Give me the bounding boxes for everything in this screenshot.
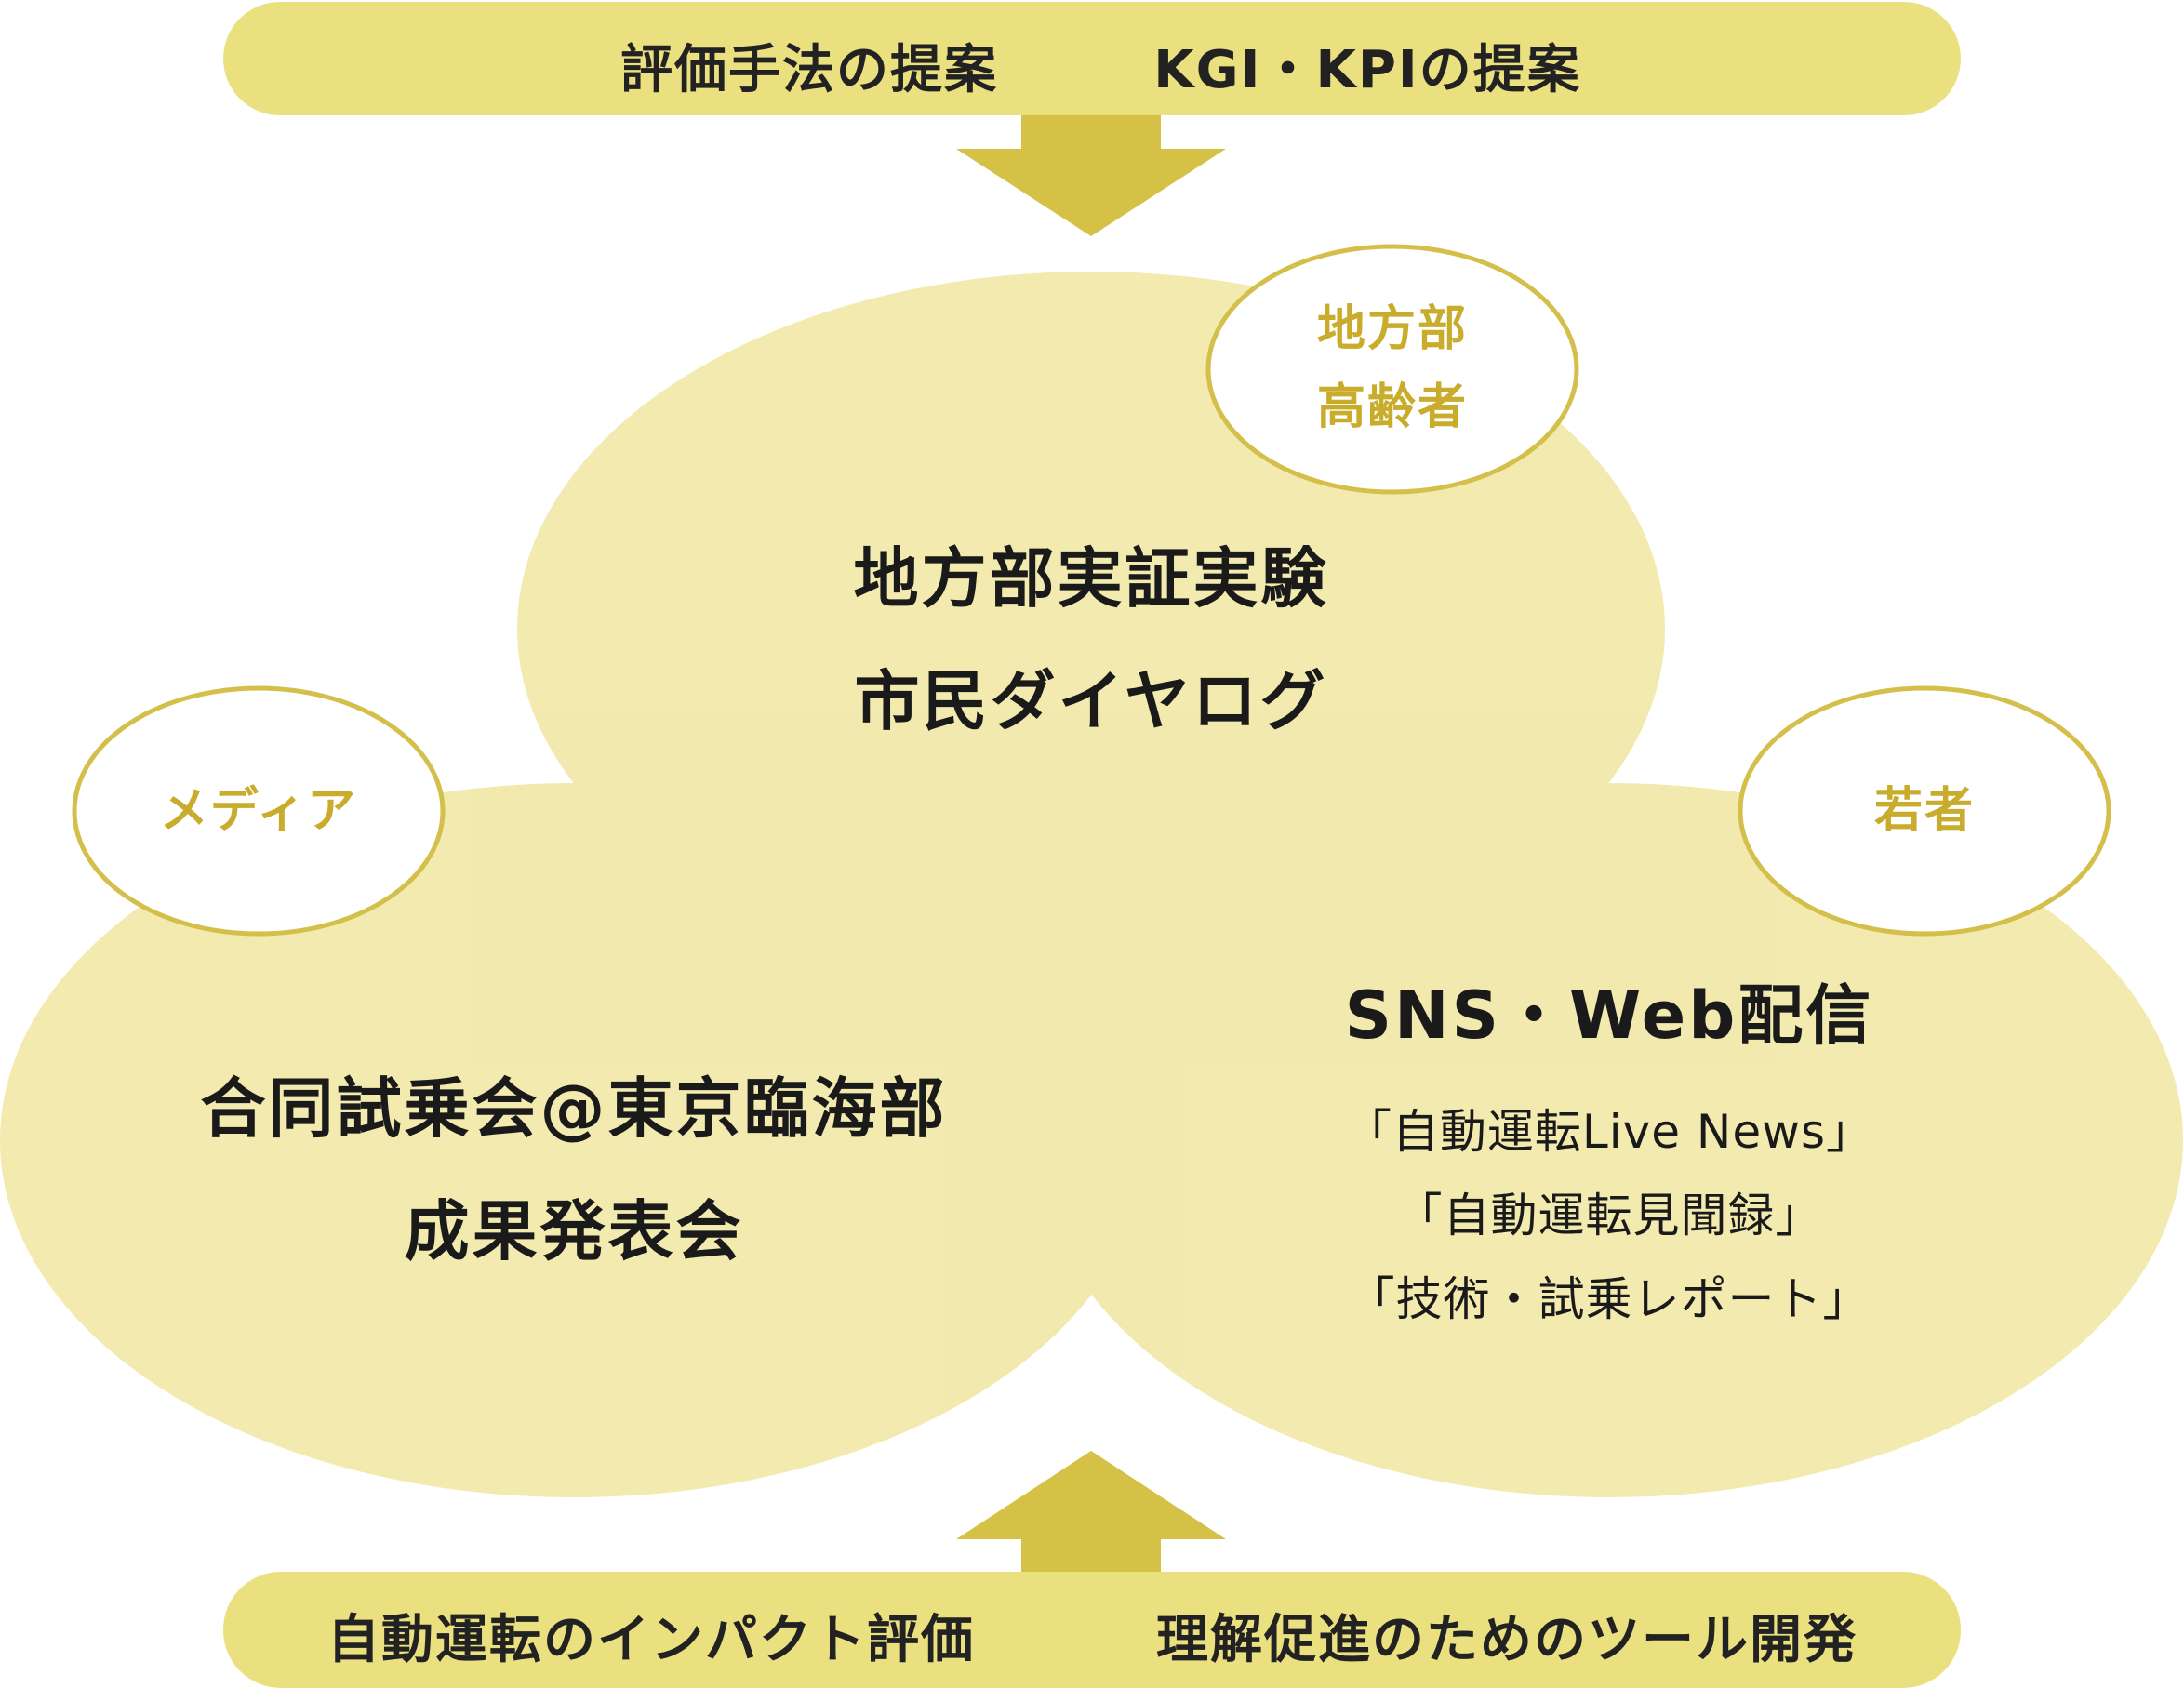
circle-top-line-1: 地方部実証実験 <box>853 540 1329 617</box>
circle-top-text: 地方部実証実験 市民ダイヤログ <box>719 517 1463 763</box>
circle-right-item-2: 「自動運転見聞録」 <box>1395 1189 1823 1243</box>
circle-right-item-1: 「自動運転Live News」 <box>1344 1105 1874 1159</box>
tag-top-label: 地方部 高齢者 <box>1253 290 1532 446</box>
up-arrow-icon <box>956 1451 1226 1572</box>
circle-right <box>1035 783 2183 1497</box>
top-banner-item-1: 評価手法の提案 <box>620 40 998 100</box>
bottom-banner-item-2: 理解促進のためのツール開発 <box>1156 1610 1858 1670</box>
bottom-banner <box>223 1572 1961 1688</box>
tag-top-line-2: 高齢者 <box>1316 379 1468 435</box>
circle-right-title: SNS・Web配信 <box>1344 977 1874 1054</box>
circle-right-item-3: 「技術・試乗レポート」 <box>1348 1272 1871 1326</box>
circle-top-line-2: 市民ダイヤログ <box>854 663 1328 739</box>
tag-top <box>1205 244 1579 495</box>
tag-top-line-1: 地方部 <box>1316 301 1468 357</box>
circle-right-items: 「自動運転Live News」 「自動運転見聞録」 「技術・試乗レポート」 <box>1237 1090 1981 1341</box>
down-arrow-icon <box>956 115 1226 236</box>
circle-left <box>0 783 1148 1497</box>
tag-right <box>1738 685 2111 937</box>
tag-right-label: 若者 <box>1873 783 1975 839</box>
circle-left-text: 合同試乗会@東京臨海部 成果発表会 <box>109 1047 1039 1293</box>
circle-left-line-2: 成果発表会 <box>404 1193 744 1269</box>
circle-left-line-1: 合同試乗会@東京臨海部 <box>200 1070 948 1147</box>
tag-left <box>72 685 446 937</box>
top-banner-item-2: KGI・KPIの提案 <box>1153 40 1581 100</box>
top-banner <box>223 2 1961 115</box>
bottom-banner-item-1: 自動運転のインパクト評価 <box>327 1610 975 1670</box>
tag-left-label: メディア <box>159 783 358 839</box>
